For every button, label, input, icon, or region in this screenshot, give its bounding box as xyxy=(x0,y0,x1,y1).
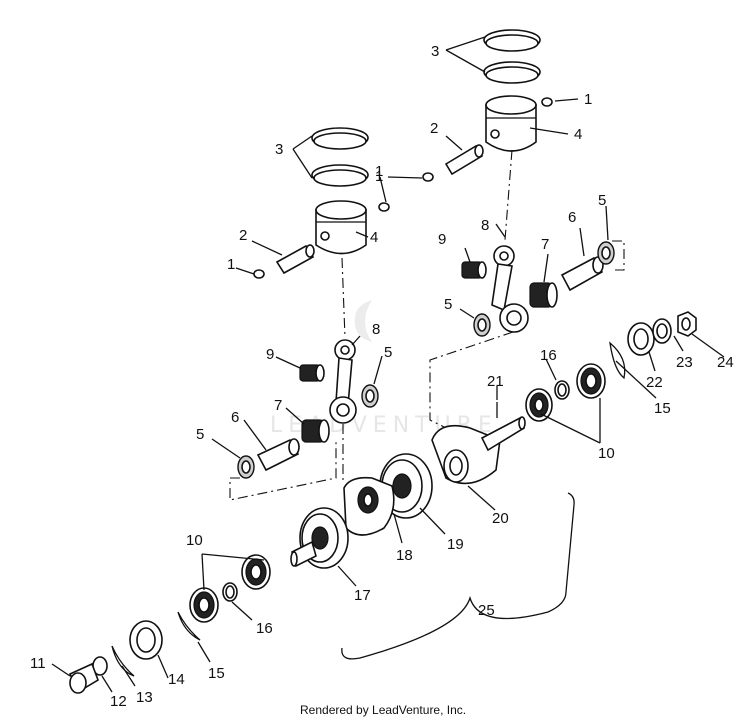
callout-5-right-top: 5 xyxy=(598,192,606,209)
needle-bearing-right-small xyxy=(461,261,487,279)
leader-lines xyxy=(51,36,725,693)
circlip-left-b xyxy=(378,202,390,212)
crankpin-right xyxy=(560,256,604,292)
callout-2-left: 2 xyxy=(239,227,247,244)
bracket-right xyxy=(612,240,625,271)
assembly-bracket xyxy=(341,492,575,660)
circlip-left-a xyxy=(253,269,265,279)
callout-19: 19 xyxy=(447,536,464,553)
crank-web-center-right xyxy=(379,453,433,519)
callout-23: 23 xyxy=(676,354,693,371)
main-bearing-right-inner xyxy=(525,388,553,422)
callout-8-left: 8 xyxy=(372,321,380,338)
nut-right xyxy=(677,311,697,337)
washer-right xyxy=(652,318,672,344)
callout-16-right: 16 xyxy=(540,347,557,364)
callout-3-left: 3 xyxy=(275,141,283,158)
needle-bearing-left-large xyxy=(301,419,330,443)
callout-16-left: 16 xyxy=(256,620,273,637)
callout-18: 18 xyxy=(396,547,413,564)
crankpin-left xyxy=(256,438,300,472)
callout-20: 20 xyxy=(492,510,509,527)
connecting-rod-right xyxy=(491,245,529,333)
callout-5-right-bottom: 5 xyxy=(444,296,452,313)
seal-right xyxy=(627,322,655,356)
piston-ring-left-lower xyxy=(311,164,369,187)
callout-15-left: 15 xyxy=(208,665,225,682)
callout-21: 21 xyxy=(487,373,504,390)
crank-stub-shaft-right xyxy=(480,402,526,452)
piston-right xyxy=(485,95,537,152)
thrust-washer-right-a xyxy=(597,241,615,265)
spring-clip-left xyxy=(111,645,135,677)
piston-pin-right xyxy=(444,144,484,176)
axis-right-piston xyxy=(504,149,513,241)
callout-24: 24 xyxy=(717,354,734,371)
callout-3-right: 3 xyxy=(431,43,439,60)
callout-1-right-bottom: 1 xyxy=(375,168,383,185)
snap-ring-right xyxy=(609,341,626,380)
callout-11: 11 xyxy=(30,655,46,672)
callout-10-left: 10 xyxy=(186,532,203,549)
callout-7-right: 7 xyxy=(541,236,549,253)
callout-10-right: 10 xyxy=(598,445,615,462)
callout-labels: 3 1 4 2 1 5 6 7 8 9 5 3 1 4 2 1 8 5 9 7 … xyxy=(30,43,734,710)
callout-1-left-top: 1 xyxy=(375,163,383,180)
callout-15-right: 15 xyxy=(654,400,671,417)
callout-7-left: 7 xyxy=(274,397,282,414)
callout-4-left: 4 xyxy=(370,229,378,246)
piston-left xyxy=(315,200,367,255)
callout-25: 25 xyxy=(478,602,495,619)
callout-6-left: 6 xyxy=(231,409,239,426)
connecting-rod-left xyxy=(329,339,357,424)
callout-1-right-top: 1 xyxy=(584,91,592,108)
callout-22: 22 xyxy=(646,374,663,391)
piston-ring-right-lower xyxy=(483,61,541,84)
callout-12: 12 xyxy=(110,693,127,710)
circlip-right-b xyxy=(422,172,434,182)
piston-pin-left xyxy=(275,244,315,275)
seal-left xyxy=(129,620,163,660)
retaining-ring-right xyxy=(554,380,570,400)
callout-8-right: 8 xyxy=(481,217,489,234)
crank-web-center-left xyxy=(343,476,395,536)
callout-6-right: 6 xyxy=(568,209,576,226)
callout-4-right: 4 xyxy=(574,126,582,143)
callout-2-right: 2 xyxy=(430,120,438,137)
callout-5-left-top: 5 xyxy=(384,344,392,361)
piston-ring-right-upper xyxy=(483,29,541,52)
thrust-washer-right-b xyxy=(473,313,491,337)
snap-ring-left xyxy=(177,611,201,641)
callout-17: 17 xyxy=(354,587,371,604)
main-bearing-right-outer xyxy=(576,363,606,399)
axis-left-piston xyxy=(341,257,346,339)
callout-9-left: 9 xyxy=(266,346,274,363)
circlip-right-a xyxy=(541,97,553,107)
piston-ring-left-upper xyxy=(311,127,369,150)
callout-9-right: 9 xyxy=(438,231,446,248)
thrust-washer-left-b xyxy=(361,384,379,408)
callout-14: 14 xyxy=(168,671,185,688)
bushing-left xyxy=(68,662,99,694)
needle-bearing-right-large xyxy=(529,282,558,308)
bracket-left xyxy=(229,440,337,501)
thrust-washer-left-a xyxy=(237,455,255,479)
main-bearing-left-inner xyxy=(241,554,271,590)
needle-bearing-left-small xyxy=(299,364,325,382)
callout-13: 13 xyxy=(136,689,153,706)
main-bearing-left-outer xyxy=(189,587,219,623)
callout-5-left-bottom: 5 xyxy=(196,426,204,443)
retaining-ring-left xyxy=(222,582,238,602)
crank-web-left xyxy=(290,507,349,569)
callout-1-left-bottom: 1 xyxy=(227,256,235,273)
footer-credit: Rendered by LeadVenture, Inc. xyxy=(300,703,466,717)
